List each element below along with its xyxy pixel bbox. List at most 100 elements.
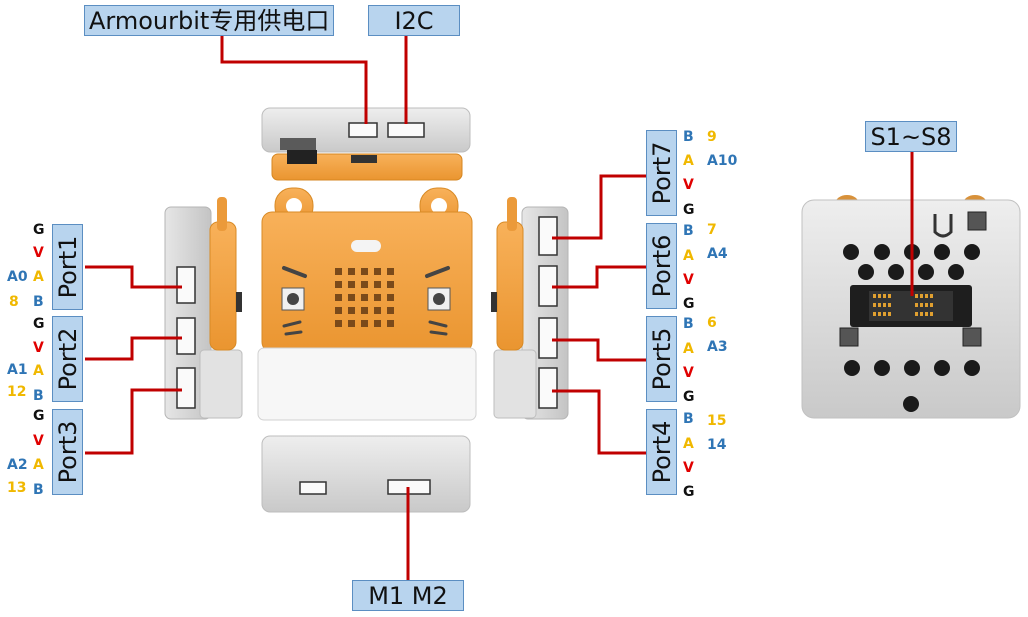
port2-pin-a: A [33,363,44,379]
port3-label: Port3 [52,409,83,495]
led [374,320,381,327]
header-pin [878,303,881,307]
port1-a-num: A0 [7,269,28,285]
port6-label: Port6 [646,223,677,309]
header-pin [915,303,918,307]
port2-label-text: Port2 [53,327,82,391]
port4-wire [552,389,646,455]
port1-pin-b: B [33,294,44,310]
mount-hole [904,360,920,376]
header-pin [883,294,886,298]
port5-wire [552,338,646,362]
mount-hole [844,360,860,376]
led [374,281,381,288]
header-pin [873,303,876,307]
header-pin [930,312,933,316]
port4-a-num: 14 [707,437,727,453]
led [335,294,342,301]
port3-pin-g: G [33,408,45,424]
port3-label-text: Port3 [53,420,82,484]
port7-wire [552,174,646,240]
port6-b-num: 7 [707,222,717,238]
header-pin [888,312,891,316]
port1-connector [176,266,196,304]
mount-hole [874,360,890,376]
led [387,268,394,275]
port4-pin-v: V [683,460,694,476]
port7-pin-a: A [683,153,694,169]
port3-wire [85,388,182,455]
mount-hole [934,360,950,376]
port6-pin-g: G [683,296,695,312]
led [374,307,381,314]
mount-hole [934,244,950,260]
header-pin [920,294,923,298]
port6-pin-v: V [683,272,694,288]
led [348,268,355,275]
header-pin [888,303,891,307]
port5-b-num: 6 [707,315,717,331]
led [361,281,368,288]
port7-connector [538,216,558,256]
led [335,307,342,314]
header-pin [888,294,891,298]
led [348,307,355,314]
port7-pin-g: G [683,202,695,218]
port2-pin-g: G [33,316,45,332]
power-connector [348,122,378,138]
port5-a-num: A3 [707,339,728,355]
led [387,294,394,301]
mount-hole [903,396,919,412]
port7-b-num: 9 [707,129,717,145]
led [361,268,368,275]
port1-label-text: Port1 [53,235,82,299]
port2-wire [85,336,182,361]
port3-pin-v: V [33,433,44,449]
port4-label-text: Port4 [647,420,676,484]
mount-hole [888,264,904,280]
header-pin [925,312,928,316]
led-matrix [335,268,394,327]
leader-lines [85,36,914,580]
led [361,294,368,301]
led [374,268,381,275]
port2-label: Port2 [52,316,83,402]
port5-connector [538,317,558,359]
port4-b-num: 15 [707,413,727,429]
port1-wire [85,265,182,289]
port3-a-num: A2 [7,457,28,473]
header-pin [925,303,928,307]
port1-b-num: 8 [9,294,19,310]
mount-hole [964,244,980,260]
header-pin [920,312,923,316]
header-pin [883,312,886,316]
led [387,320,394,327]
port7-pin-b: B [683,129,694,145]
led [348,294,355,301]
port4-pin-a: A [683,436,694,452]
header-pin [930,303,933,307]
led [335,320,342,327]
led [335,268,342,275]
led [387,307,394,314]
port7-label-text: Port7 [647,141,676,205]
port1-label: Port1 [52,224,83,310]
i2c-connector [387,122,425,138]
port1-pin-a: A [33,269,44,285]
mount-hole [843,244,859,260]
led [348,320,355,327]
port5-pin-v: V [683,365,694,381]
port1-pin-g: G [33,222,45,238]
port4-pin-b: B [683,411,694,427]
header-pin [873,312,876,316]
led [348,281,355,288]
port2-pin-v: V [33,340,44,356]
port7-pin-v: V [683,177,694,193]
left-board [164,197,243,420]
mount-hole [948,264,964,280]
microbit-case [257,187,477,421]
led [361,307,368,314]
port5-pin-g: G [683,389,695,405]
port5-pin-b: B [683,316,694,332]
